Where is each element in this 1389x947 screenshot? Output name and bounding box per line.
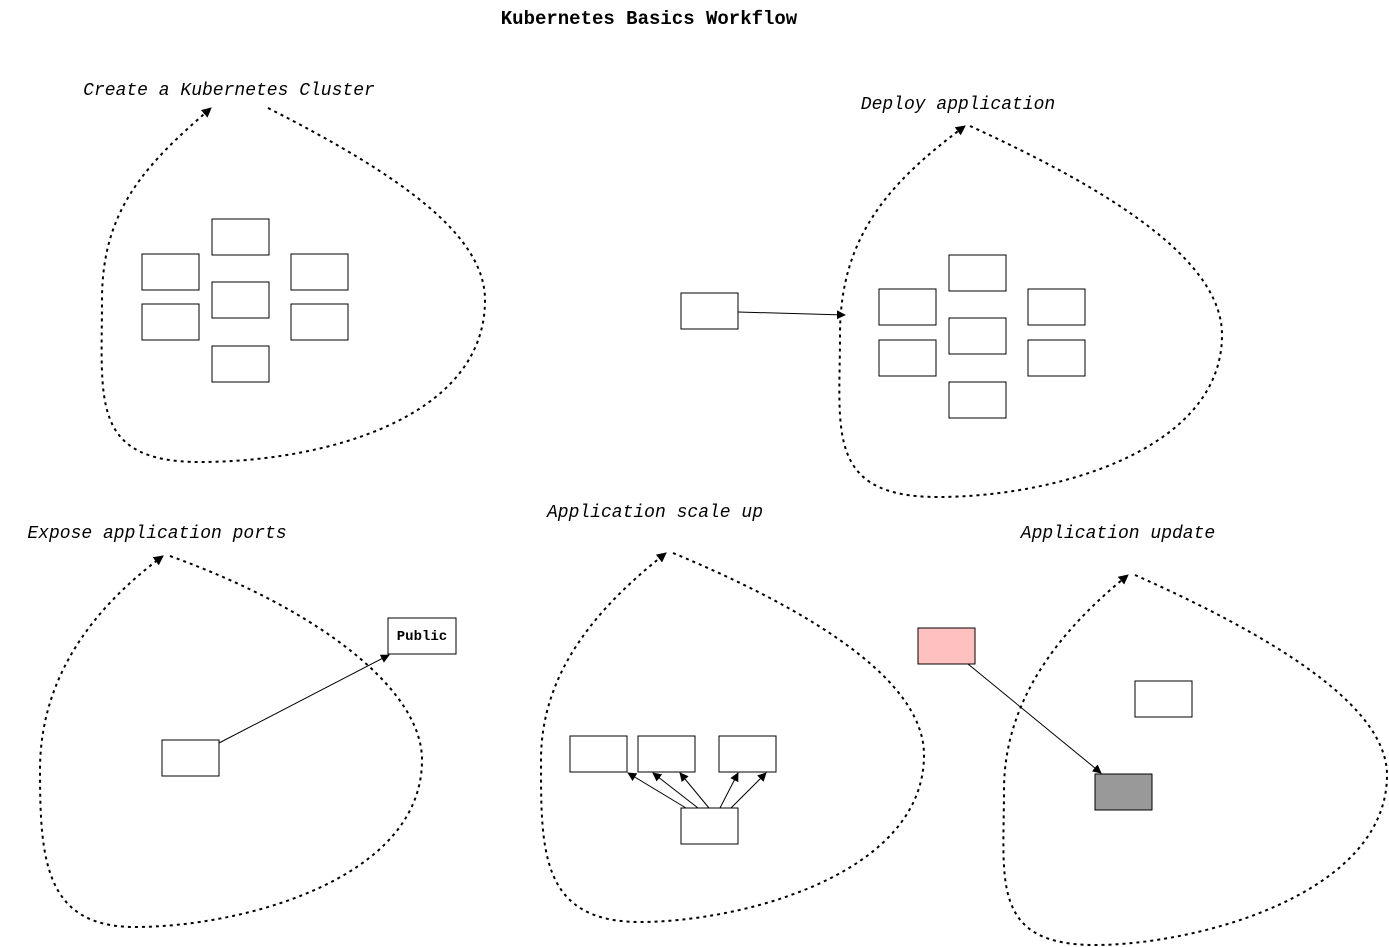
cluster-loop bbox=[38, 555, 424, 929]
cluster-node bbox=[1027, 339, 1086, 377]
stage-label-deploy: Deploy application bbox=[861, 95, 1055, 115]
cluster-node bbox=[141, 253, 200, 291]
stage-expose: Expose application ports Public bbox=[27, 524, 457, 929]
scale-arrow bbox=[652, 772, 699, 809]
cluster-loop bbox=[100, 107, 487, 464]
cluster-node bbox=[878, 339, 937, 377]
stage-update: Application update bbox=[917, 524, 1389, 947]
stage-label-scale: Application scale up bbox=[546, 503, 763, 523]
replica-box bbox=[569, 735, 628, 773]
new-version-box bbox=[917, 627, 976, 665]
cluster-node bbox=[290, 303, 349, 341]
cluster-node bbox=[948, 381, 1007, 419]
cluster-loop bbox=[539, 552, 926, 924]
cluster-node bbox=[1134, 680, 1193, 718]
stage-label-expose: Expose application ports bbox=[27, 524, 286, 544]
scale-arrow bbox=[627, 772, 687, 809]
stage-label-create-cluster: Create a Kubernetes Cluster bbox=[83, 81, 375, 101]
stage-create-cluster: Create a Kubernetes Cluster bbox=[83, 81, 487, 464]
public-endpoint-box bbox=[387, 617, 457, 655]
stage-label-update: Application update bbox=[1020, 524, 1215, 544]
application-box bbox=[680, 807, 739, 845]
cluster-node bbox=[1027, 288, 1086, 326]
cluster-node bbox=[141, 303, 200, 341]
cluster-node bbox=[211, 281, 270, 319]
deploy-arrow bbox=[737, 310, 846, 320]
replica-box bbox=[637, 735, 696, 773]
cluster-node bbox=[290, 253, 349, 291]
application-box bbox=[161, 739, 220, 777]
cluster-node bbox=[948, 254, 1007, 292]
stage-scale: Application scale up bbox=[539, 503, 926, 924]
public-endpoint-label: Public bbox=[397, 629, 447, 645]
application-box bbox=[680, 292, 739, 330]
expose-arrow bbox=[218, 654, 390, 744]
scale-arrow bbox=[679, 772, 710, 809]
cluster-node bbox=[878, 288, 937, 326]
scale-arrow bbox=[730, 772, 767, 809]
scale-arrow bbox=[719, 772, 739, 809]
old-version-box bbox=[1094, 773, 1153, 811]
update-arrow bbox=[967, 663, 1102, 774]
cluster-node bbox=[211, 345, 270, 383]
cluster-node bbox=[948, 317, 1007, 355]
replica-box bbox=[718, 735, 777, 773]
cluster-loop bbox=[1002, 574, 1389, 947]
stage-deploy: Deploy application bbox=[680, 95, 1224, 499]
diagram-title: Kubernetes Basics Workflow bbox=[501, 8, 798, 30]
cluster-node bbox=[211, 218, 270, 256]
